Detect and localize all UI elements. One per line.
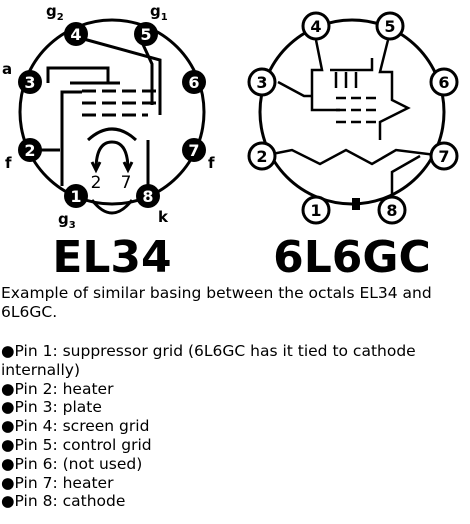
el34-label-g2: g2 xyxy=(46,2,64,23)
el34-pin-4: 4 xyxy=(64,22,88,46)
svg-text:7: 7 xyxy=(188,141,199,160)
el34-pin-6: 6 xyxy=(182,70,206,94)
pin-list-item: ●Pin 8: cathode xyxy=(1,492,126,511)
svg-text:6: 6 xyxy=(188,73,199,92)
svg-text:4: 4 xyxy=(70,25,81,44)
el34-label-k: k xyxy=(158,208,169,226)
6l6gc-envelope xyxy=(258,18,446,206)
svg-text:3: 3 xyxy=(24,73,35,92)
svg-text:3: 3 xyxy=(256,73,267,92)
6l6gc-diagram: 1 2 3 4 5 6 7 8 6L6GC xyxy=(247,11,459,283)
svg-text:4: 4 xyxy=(310,17,321,36)
6l6gc-pin-2: 2 xyxy=(247,141,277,171)
el34-pin-1: 1 xyxy=(64,184,88,208)
el34-inner-label-2: 2 xyxy=(91,173,102,193)
pin-list-item: ●Pin 7: heater xyxy=(1,473,114,492)
el34-tube-name: EL34 xyxy=(52,232,171,283)
el34-pin-3: 3 xyxy=(18,70,42,94)
6l6gc-pin-6: 6 xyxy=(429,67,459,97)
svg-text:8: 8 xyxy=(142,187,153,206)
6l6gc-electrodes xyxy=(261,39,445,206)
svg-text:6: 6 xyxy=(438,73,449,92)
pin-list-item: ●Pin 1: suppressor grid (6L6GC has it ti… xyxy=(1,342,416,379)
svg-text:2: 2 xyxy=(24,141,35,160)
6l6gc-pin-3: 3 xyxy=(247,67,277,97)
svg-text:5: 5 xyxy=(140,25,151,44)
svg-text:5: 5 xyxy=(384,17,395,36)
el34-pin-2: 2 xyxy=(18,138,42,162)
caption-text: Example of similar basing between the oc… xyxy=(1,284,432,321)
pin-list-item: ●Pin 4: screen grid xyxy=(1,417,150,436)
6l6gc-pin-1: 1 xyxy=(301,195,331,225)
svg-text:1: 1 xyxy=(70,187,81,206)
6l6gc-pin-7: 7 xyxy=(429,141,459,171)
el34-diagram: 1 2 3 4 5 6 7 8 2 7 g2 g1 a f f g3 k EL3… xyxy=(2,2,215,283)
6l6gc-pin-8: 8 xyxy=(377,195,407,225)
svg-text:8: 8 xyxy=(386,201,397,220)
tube-basing-diagram: 1 2 3 4 5 6 7 8 2 7 g2 g1 a f f g3 k EL3… xyxy=(2,2,459,283)
el34-electrodes xyxy=(30,36,162,215)
pin-list-item: ●Pin 6: (not used) xyxy=(1,454,143,473)
pin-list-item: ●Pin 5: control grid xyxy=(1,435,152,454)
6l6gc-pin-5: 5 xyxy=(375,11,405,41)
el34-envelope xyxy=(18,18,206,206)
el34-label-g3: g3 xyxy=(58,210,76,231)
svg-text:7: 7 xyxy=(438,147,449,166)
svg-text:1: 1 xyxy=(310,201,321,220)
el34-label-g1: g1 xyxy=(150,2,168,23)
6l6gc-key xyxy=(352,198,360,210)
pin-list-item: ●Pin 3: plate xyxy=(1,398,102,417)
pin-list: ●Pin 1: suppressor grid (6L6GC has it ti… xyxy=(1,342,467,511)
el34-pin-7: 7 xyxy=(182,138,206,162)
el34-pin-8: 8 xyxy=(136,184,160,208)
6l6gc-pin-4: 4 xyxy=(301,11,331,41)
svg-text:2: 2 xyxy=(256,147,267,166)
6l6gc-tube-name: 6L6GC xyxy=(273,232,431,283)
el34-pin-5: 5 xyxy=(134,22,158,46)
el34-label-f-right: f xyxy=(208,154,215,172)
el34-inner-label-7: 7 xyxy=(121,173,132,193)
el34-label-a: a xyxy=(2,60,12,78)
pin-list-item: ●Pin 2: heater xyxy=(1,379,114,398)
caption: Example of similar basing between the oc… xyxy=(1,284,467,322)
6l6gc-pins: 1 2 3 4 5 6 7 8 xyxy=(247,11,459,225)
el34-label-f-left: f xyxy=(5,154,12,172)
